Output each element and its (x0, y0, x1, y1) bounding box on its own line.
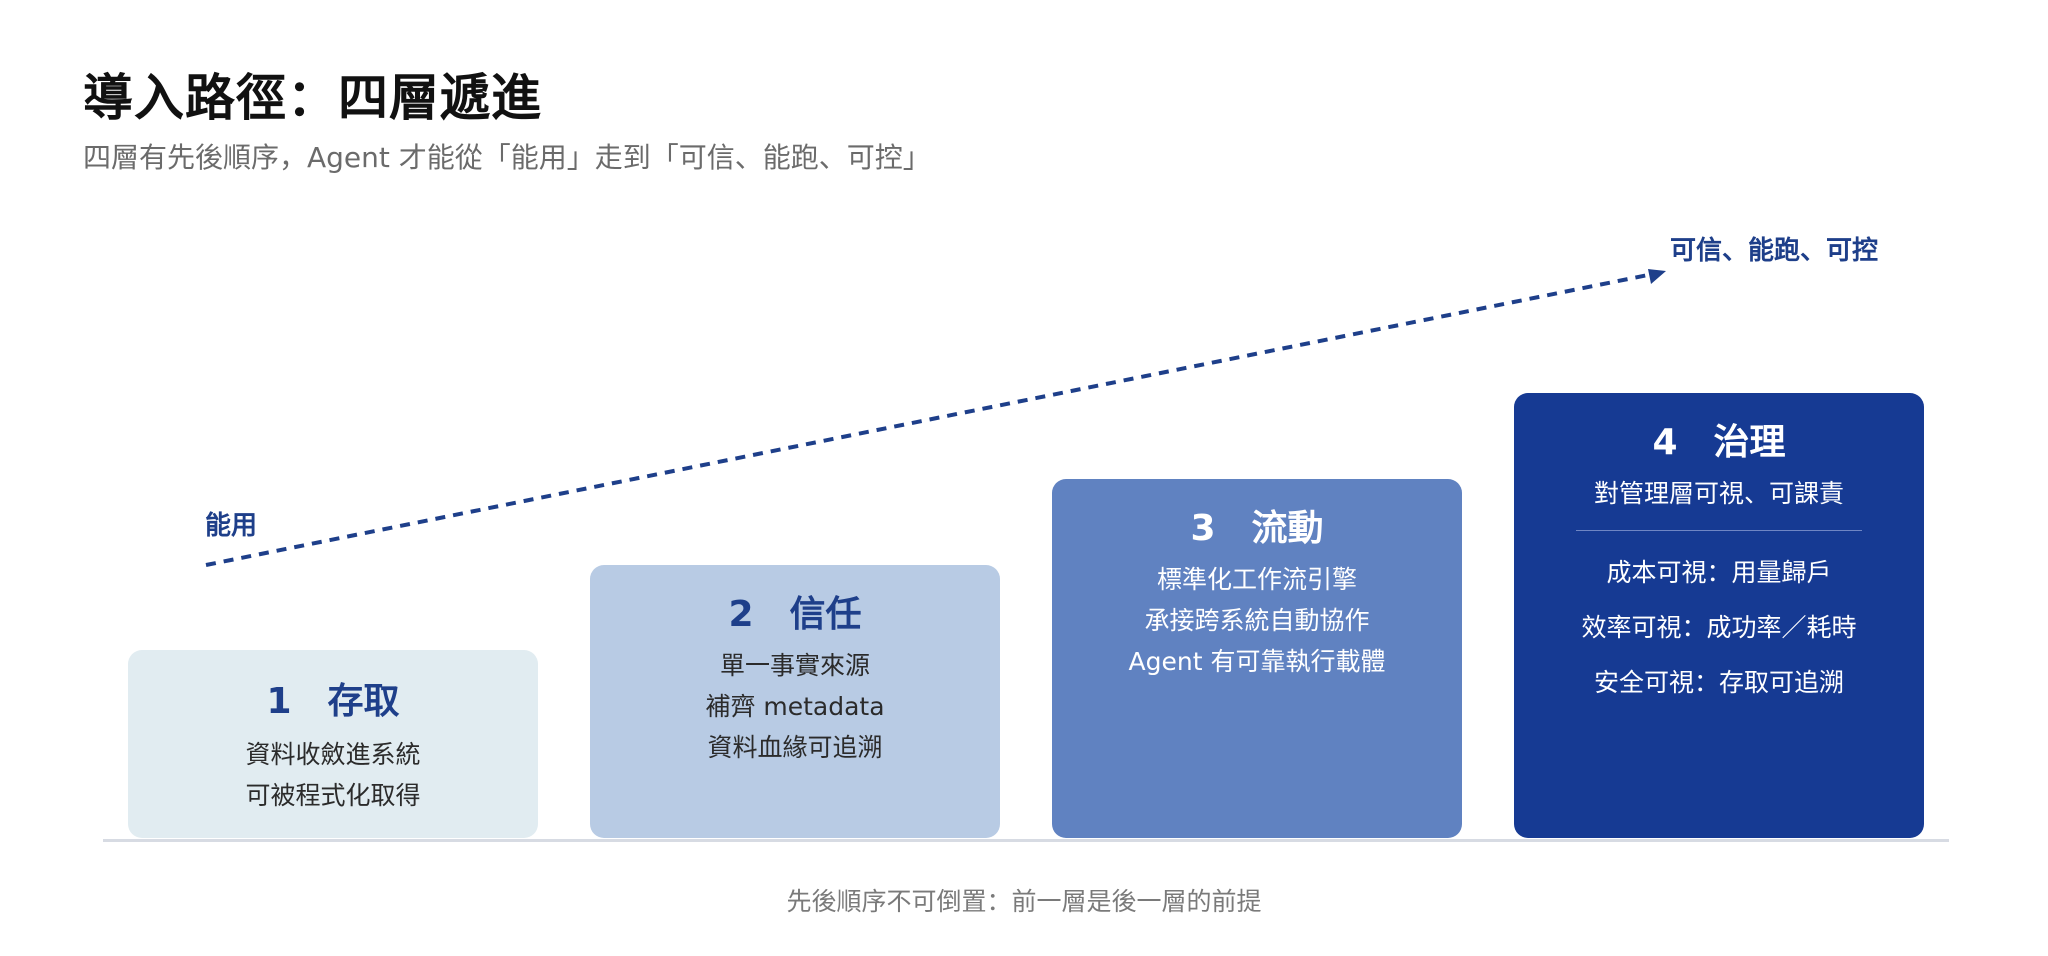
baseline-divider (103, 839, 1949, 842)
layer-1-card: 1 存取 資料收斂進系統 可被程式化取得 (128, 650, 538, 838)
layer-4-subtitle: 對管理層可視、可課責 (1593, 479, 1844, 508)
layer-3-description: 標準化工作流引擎 承接跨系統自動協作 Agent 有可靠執行載體 (1052, 559, 1462, 682)
layer-1-description: 資料收斂進系統 可被程式化取得 (128, 734, 538, 816)
layer-4-divider (1576, 530, 1862, 531)
layer-2-line: 單一事實來源 (719, 651, 870, 680)
layer-3-heading: 3 流動 (1190, 508, 1324, 549)
layer-3-line: 承接跨系統自動協作 (1144, 606, 1370, 635)
layer-2-card: 2 信任 單一事實來源 補齊 metadata 資料血緣可追溯 (590, 565, 1000, 838)
trend-end-label: 可信、能跑、可控 (1670, 236, 1879, 266)
layer-3-line: 標準化工作流引擎 (1156, 565, 1357, 594)
layer-2-line: 補齊 metadata (705, 692, 885, 721)
layer-2-description: 單一事實來源 補齊 metadata 資料血緣可追溯 (590, 645, 1000, 768)
layer-1-line: 資料收斂進系統 (245, 740, 421, 769)
layer-3-line: Agent 有可靠執行載體 (1128, 647, 1386, 676)
layer-4-card: 4 治理 對管理層可視、可課責 成本可視：用量歸戶 效率可視：成功率／耗時 安全… (1514, 393, 1924, 838)
layer-4-description: 成本可視：用量歸戶 效率可視：成功率／耗時 安全可視：存取可追溯 (1514, 545, 1924, 710)
layer-2-heading: 2 信任 (728, 594, 862, 635)
layer-4-line: 效率可視：成功率／耗時 (1581, 613, 1857, 642)
layer-4-heading: 4 治理 (1652, 422, 1786, 463)
trend-arrowhead (1648, 269, 1666, 284)
page-subtitle: 四層有先後順序，Agent 才能從「能用」走到「可信、能跑、可控」 (83, 141, 931, 174)
layer-2-line: 資料血緣可追溯 (707, 733, 883, 762)
trend-start-label: 能用 (205, 511, 258, 541)
layer-3-card: 3 流動 標準化工作流引擎 承接跨系統自動協作 Agent 有可靠執行載體 (1052, 479, 1462, 838)
layer-1-heading: 1 存取 (266, 681, 400, 722)
layer-4-line: 成本可視：用量歸戶 (1606, 558, 1832, 587)
layer-4-line: 安全可視：存取可追溯 (1593, 668, 1844, 697)
layer-1-line: 可被程式化取得 (245, 781, 421, 810)
page-title: 導入路徑：四層遞進 (83, 69, 542, 127)
footer-note: 先後順序不可倒置：前一層是後一層的前提 (786, 887, 1262, 916)
